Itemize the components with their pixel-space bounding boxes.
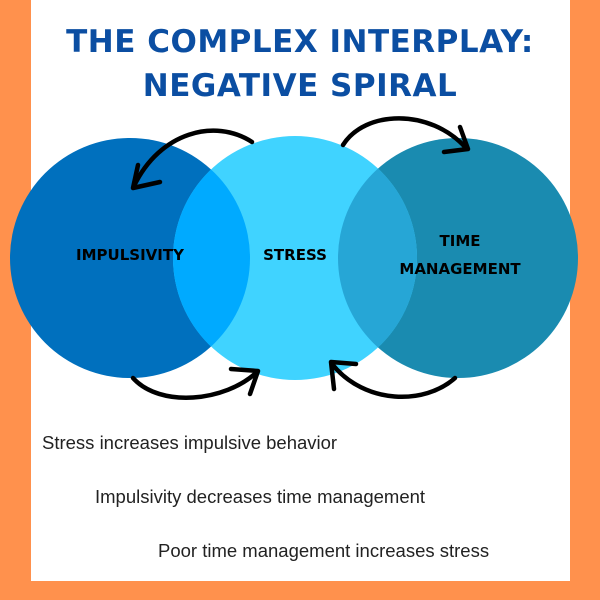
overlap-stress-time (338, 138, 417, 378)
time-label-line-2: MANAGEMENT (399, 260, 521, 278)
arrow-stress-to-impulsivity (130, 128, 255, 191)
statement-1: Stress increases impulsive behavior (42, 432, 338, 453)
time-label-line-1: TIME (439, 232, 481, 250)
arrow-stress-to-time (340, 116, 471, 155)
statement-3: Poor time management increases stress (158, 540, 490, 561)
arrow-impulsivity-to-stress (130, 366, 261, 400)
title-line-2: NEGATIVE SPIRAL (142, 68, 458, 104)
statement-2: Impulsivity decreases time management (95, 486, 426, 507)
arrow-time-to-stress (328, 359, 458, 400)
impulsivity-label: IMPULSIVITY (76, 246, 184, 264)
title-line-1: THE COMPLEX INTERPLAY: (66, 24, 534, 60)
stress-label: STRESS (263, 246, 327, 264)
